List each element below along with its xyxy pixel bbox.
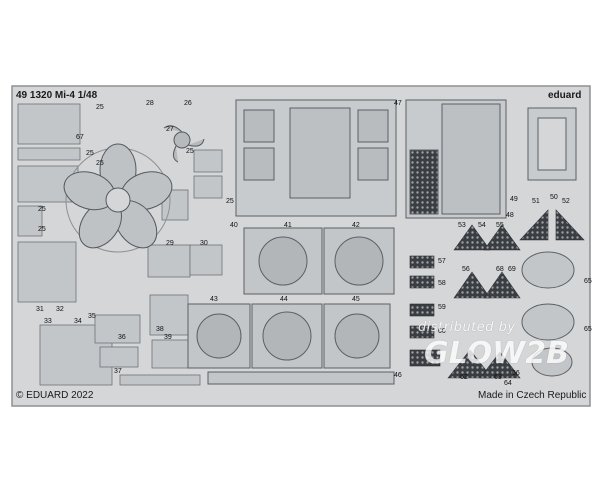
- part-number: 66: [512, 370, 520, 377]
- part-number: 36: [118, 334, 126, 341]
- part-number: 50: [550, 194, 558, 201]
- copyright-text: © EDUARD 2022: [16, 390, 94, 401]
- part-number: 57: [438, 258, 446, 265]
- part-number: 25: [38, 226, 46, 233]
- part-number: 68: [496, 266, 504, 273]
- part-number: 39: [164, 334, 172, 341]
- engine-star-part: [63, 143, 173, 253]
- part-number: 35: [88, 313, 96, 320]
- part-number: 34: [74, 318, 82, 325]
- part-number: 69: [508, 266, 516, 273]
- product-title: 49 1320 Mi-4 1/48: [16, 90, 98, 101]
- part-number: 25: [96, 104, 104, 111]
- part-number: 33: [44, 318, 52, 325]
- part-number: 65: [584, 326, 592, 333]
- part-number: 46: [394, 372, 402, 379]
- brand-logo: eduard: [548, 90, 582, 101]
- part-number: 49: [510, 196, 518, 203]
- part-number: 42: [352, 222, 360, 229]
- part-number: 38: [156, 326, 164, 333]
- glow2b-logo: GLOW2B: [424, 336, 570, 371]
- small-brackets-group: [17, 103, 223, 386]
- part-number: 67: [76, 134, 84, 141]
- part-number: 47: [394, 100, 402, 107]
- part-number: 63: [494, 374, 502, 381]
- part-number: 41: [284, 222, 292, 229]
- part-number: 44: [280, 296, 288, 303]
- part-number: 28: [146, 100, 154, 107]
- part-number: 65: [584, 278, 592, 285]
- part-number: 62: [460, 374, 468, 381]
- part-number: 27: [166, 126, 174, 133]
- part-number: 55: [496, 222, 504, 229]
- part-number: 25: [86, 150, 94, 157]
- propeller-part: [163, 125, 205, 163]
- part-number: 25: [226, 198, 234, 205]
- part-number: 48: [506, 212, 514, 219]
- part-number: 59: [438, 304, 446, 311]
- part-number: 60: [438, 328, 446, 335]
- part-number: 32: [56, 306, 64, 313]
- part-number: 56: [462, 266, 470, 273]
- part-number: 25: [38, 206, 46, 213]
- distributor-watermark: distributed by GLOW2B: [418, 320, 593, 380]
- gauge-faces: [521, 251, 575, 377]
- part-number: 51: [532, 198, 540, 205]
- origin-text: Made in Czech Republic: [478, 390, 587, 401]
- part-number: 45: [352, 296, 360, 303]
- center-panel: [235, 99, 397, 217]
- dial-panels: [187, 227, 395, 369]
- part-number: 30: [200, 240, 208, 247]
- part-number: 37: [114, 368, 122, 375]
- part-number: 43: [210, 296, 218, 303]
- part-number: 53: [458, 222, 466, 229]
- part-number: 40: [230, 222, 238, 229]
- dark-vent-parts: [409, 209, 585, 379]
- part-number: 52: [562, 198, 570, 205]
- part-number: 64: [504, 380, 512, 387]
- bottom-strip: [207, 371, 395, 385]
- part-number: 54: [478, 222, 486, 229]
- part-number: 58: [438, 280, 446, 287]
- part-number: 31: [36, 306, 44, 313]
- part-number: 25: [186, 148, 194, 155]
- part-number: 29: [166, 240, 174, 247]
- part-number: 26: [184, 100, 192, 107]
- right-panel: [405, 99, 577, 219]
- watermark-text: distributed by: [418, 320, 516, 335]
- part-number: 25: [96, 160, 104, 167]
